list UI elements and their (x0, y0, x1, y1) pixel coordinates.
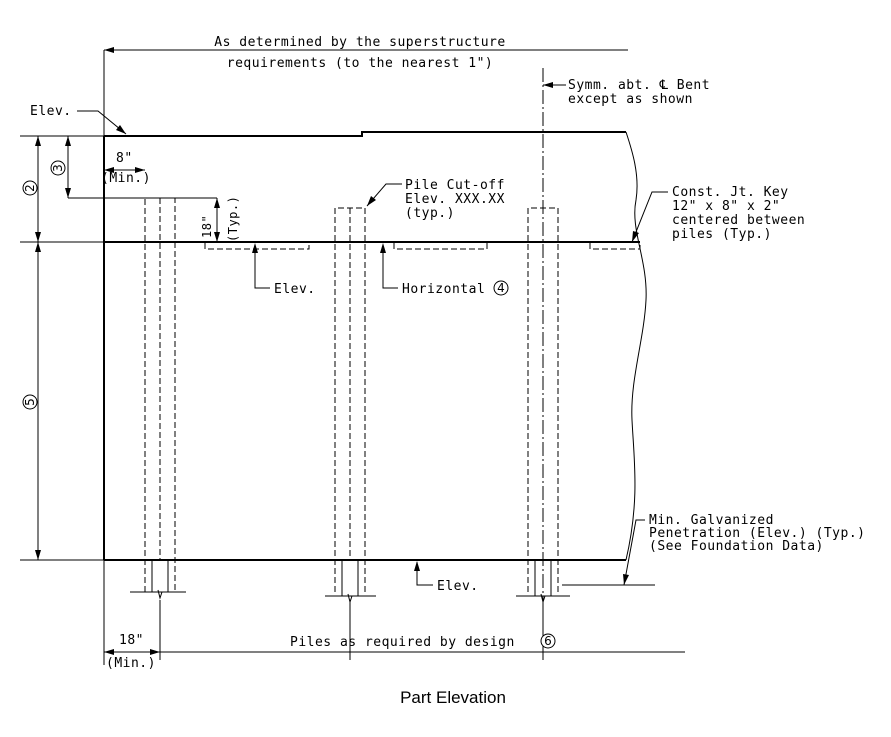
svg-text:Elev.: Elev. (274, 282, 316, 297)
jt-key-2 (393, 243, 488, 250)
svg-text:(See Foundation Data): (See Foundation Data) (649, 539, 824, 554)
jt-key-1 (204, 243, 310, 250)
svg-text:2: 2 (23, 184, 37, 192)
jt-key-3 (589, 243, 641, 250)
pile-1 (130, 197, 186, 600)
const-jt-note: Const. Jt. Key 12" x 8" x 2" centered be… (631, 185, 805, 243)
svg-text:5: 5 (23, 398, 37, 406)
svg-text:6: 6 (544, 634, 552, 648)
left-dimensions: 2 5 (20, 135, 104, 561)
svg-text:Elev.: Elev. (437, 579, 479, 594)
svg-text:(typ.): (typ.) (405, 206, 455, 221)
pile-cutoff-note: Pile Cut-off Elev. XXX.XX (typ.) (366, 178, 505, 221)
symm-label-2: except as shown (568, 92, 693, 107)
callout-6: 6 (540, 633, 556, 649)
dim-8in-min: 8" (Min.) (101, 151, 151, 186)
elev-bottom-note: Elev. (414, 561, 479, 594)
svg-text:Penetration (Elev.) (Typ.): Penetration (Elev.) (Typ.) (649, 526, 866, 541)
piles-required-label: Piles as required by design (290, 635, 515, 650)
svg-text:Min. Galvanized: Min. Galvanized (649, 513, 774, 528)
svg-text:piles (Typ.): piles (Typ.) (672, 227, 772, 242)
callout-4: 4 (493, 280, 509, 296)
svg-text:(Min.): (Min.) (106, 656, 156, 671)
symm-label-1: Symm. abt. ℄ Bent (568, 78, 710, 93)
drawing-caption: Part Elevation (400, 688, 506, 707)
svg-text:8": 8" (116, 151, 133, 166)
callout-5: 5 (22, 394, 38, 410)
svg-text:3: 3 (51, 164, 65, 172)
callout-3: 3 (50, 160, 66, 176)
callout-2: 2 (22, 180, 38, 196)
svg-text:Elev. XXX.XX: Elev. XXX.XX (405, 192, 505, 207)
elev-top-note: Elev. (30, 104, 127, 135)
galvanized-note: Min. Galvanized Penetration (Elev.) (Typ… (562, 513, 866, 586)
elev-mid-note: Elev. (252, 243, 316, 297)
svg-text:Pile Cut-off: Pile Cut-off (405, 178, 505, 193)
cap-top-edge (104, 131, 626, 137)
dimension-3: 3 (50, 136, 217, 199)
svg-text:(Min.): (Min.) (101, 171, 151, 186)
const-jt-keys (204, 243, 641, 250)
top-dim-label-1: As determined by the superstructure (214, 35, 505, 50)
bottom-dimensions: 18" (Min.) Piles as required by design 6 (103, 560, 685, 671)
break-line (625, 131, 647, 561)
dim-18in-typ: 18" (Typ.) (200, 196, 240, 242)
pile-2 (325, 207, 376, 604)
svg-text:18": 18" (119, 633, 144, 648)
svg-text:centered between: centered between (672, 213, 805, 228)
elev-top-label: Elev. (30, 104, 72, 119)
horizontal-note: Horizontal 4 (380, 243, 509, 297)
svg-text:Const. Jt. Key: Const. Jt. Key (672, 185, 789, 200)
svg-text:Horizontal: Horizontal (402, 282, 485, 297)
top-dim-label-2: requirements (to the nearest 1") (227, 56, 493, 71)
top-dimension: As determined by the superstructure requ… (103, 35, 628, 136)
svg-text:12" x 8" x 2": 12" x 8" x 2" (672, 199, 780, 214)
svg-text:(Typ.): (Typ.) (226, 196, 240, 242)
svg-text:18": 18" (200, 215, 214, 238)
symm-note: Symm. abt. ℄ Bent except as shown (543, 78, 710, 107)
svg-text:4: 4 (497, 281, 505, 295)
